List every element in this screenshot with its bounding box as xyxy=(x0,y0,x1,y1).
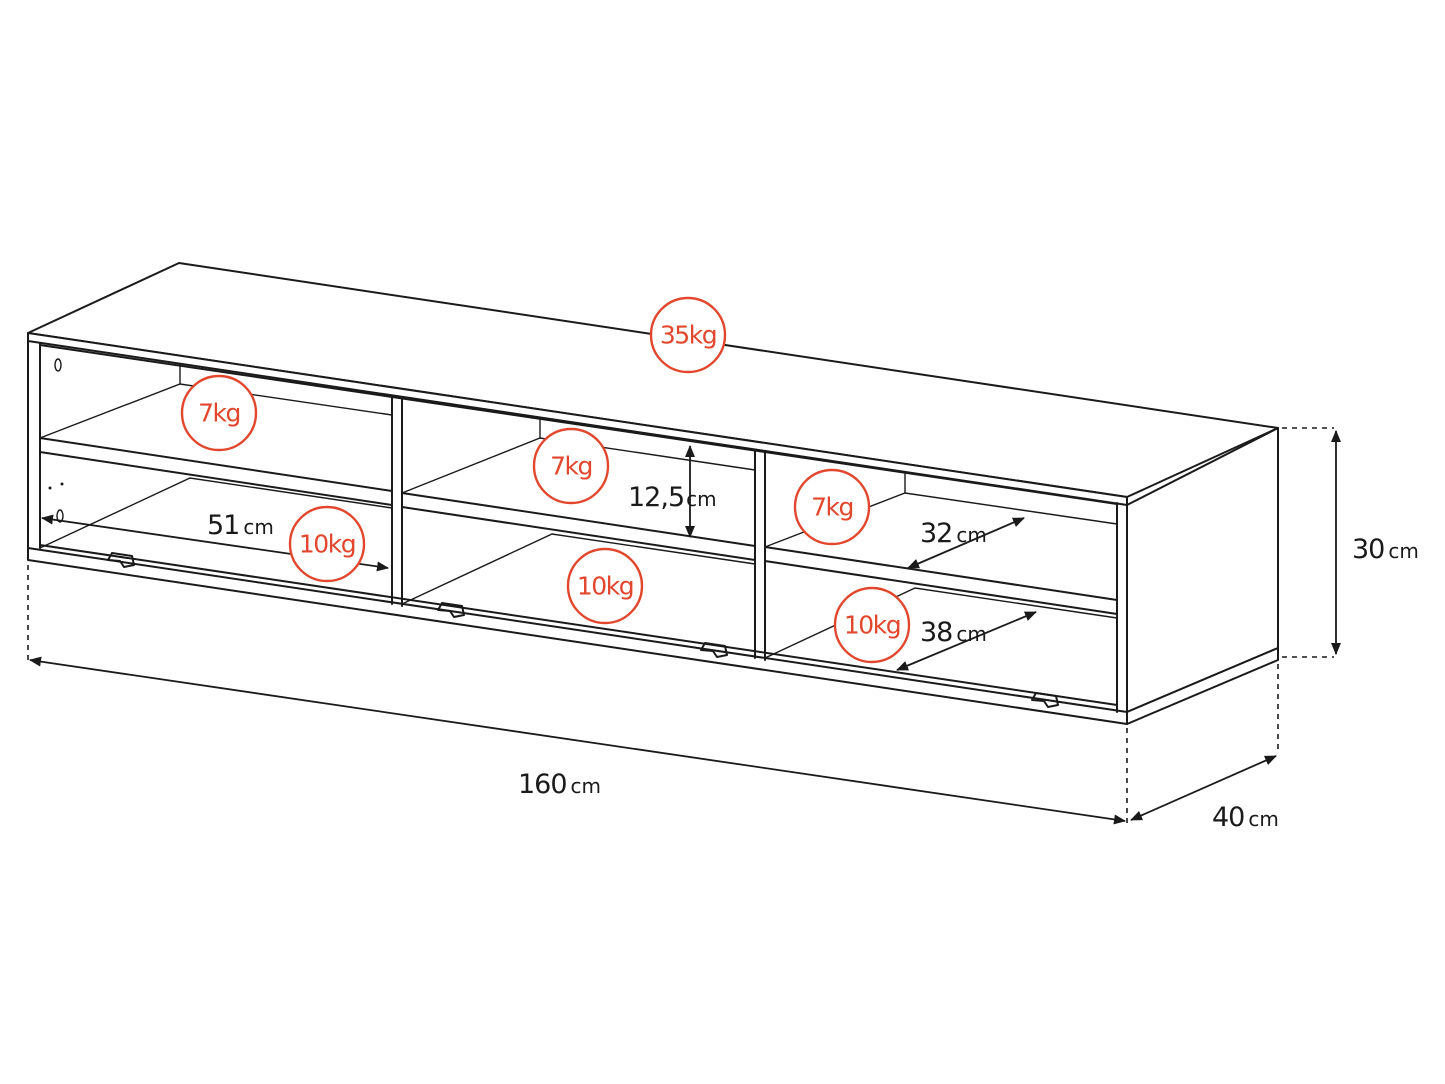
svg-text:7kg: 7kg xyxy=(198,399,240,428)
pin-2 xyxy=(60,482,64,486)
load-badge-upper-middle: 7kg xyxy=(532,427,610,505)
depth-arrow xyxy=(1130,755,1277,821)
svg-text:7kg: 7kg xyxy=(550,452,592,481)
load-badge-top: 35kg xyxy=(649,296,727,374)
hole-1 xyxy=(54,358,62,372)
svg-text:35kg: 35kg xyxy=(660,321,716,350)
extension-lines xyxy=(27,427,1334,823)
load-badge-upper-left: 7kg xyxy=(180,374,258,452)
divider-left xyxy=(391,395,403,607)
load-badge-lower-left: 10kg xyxy=(288,505,366,583)
pin-1 xyxy=(48,486,52,490)
divider-right xyxy=(754,449,766,661)
load-badge-lower-middle: 10kg xyxy=(566,547,644,625)
upper-shelf-depth-arrow xyxy=(907,517,1025,569)
plinth-side xyxy=(1126,647,1279,725)
load-badge-lower-right: 10kg xyxy=(833,586,911,664)
dimension-arrows xyxy=(29,430,1341,825)
svg-text:7kg: 7kg xyxy=(811,493,853,522)
load-badge-upper-right: 7kg xyxy=(793,468,871,546)
width-arrow xyxy=(29,656,1126,825)
svg-text:10kg: 10kg xyxy=(299,530,355,559)
lower-shelf-depth-arrow xyxy=(896,611,1037,671)
svg-text:10kg: 10kg xyxy=(844,611,900,640)
svg-text:10kg: 10kg xyxy=(577,572,633,601)
